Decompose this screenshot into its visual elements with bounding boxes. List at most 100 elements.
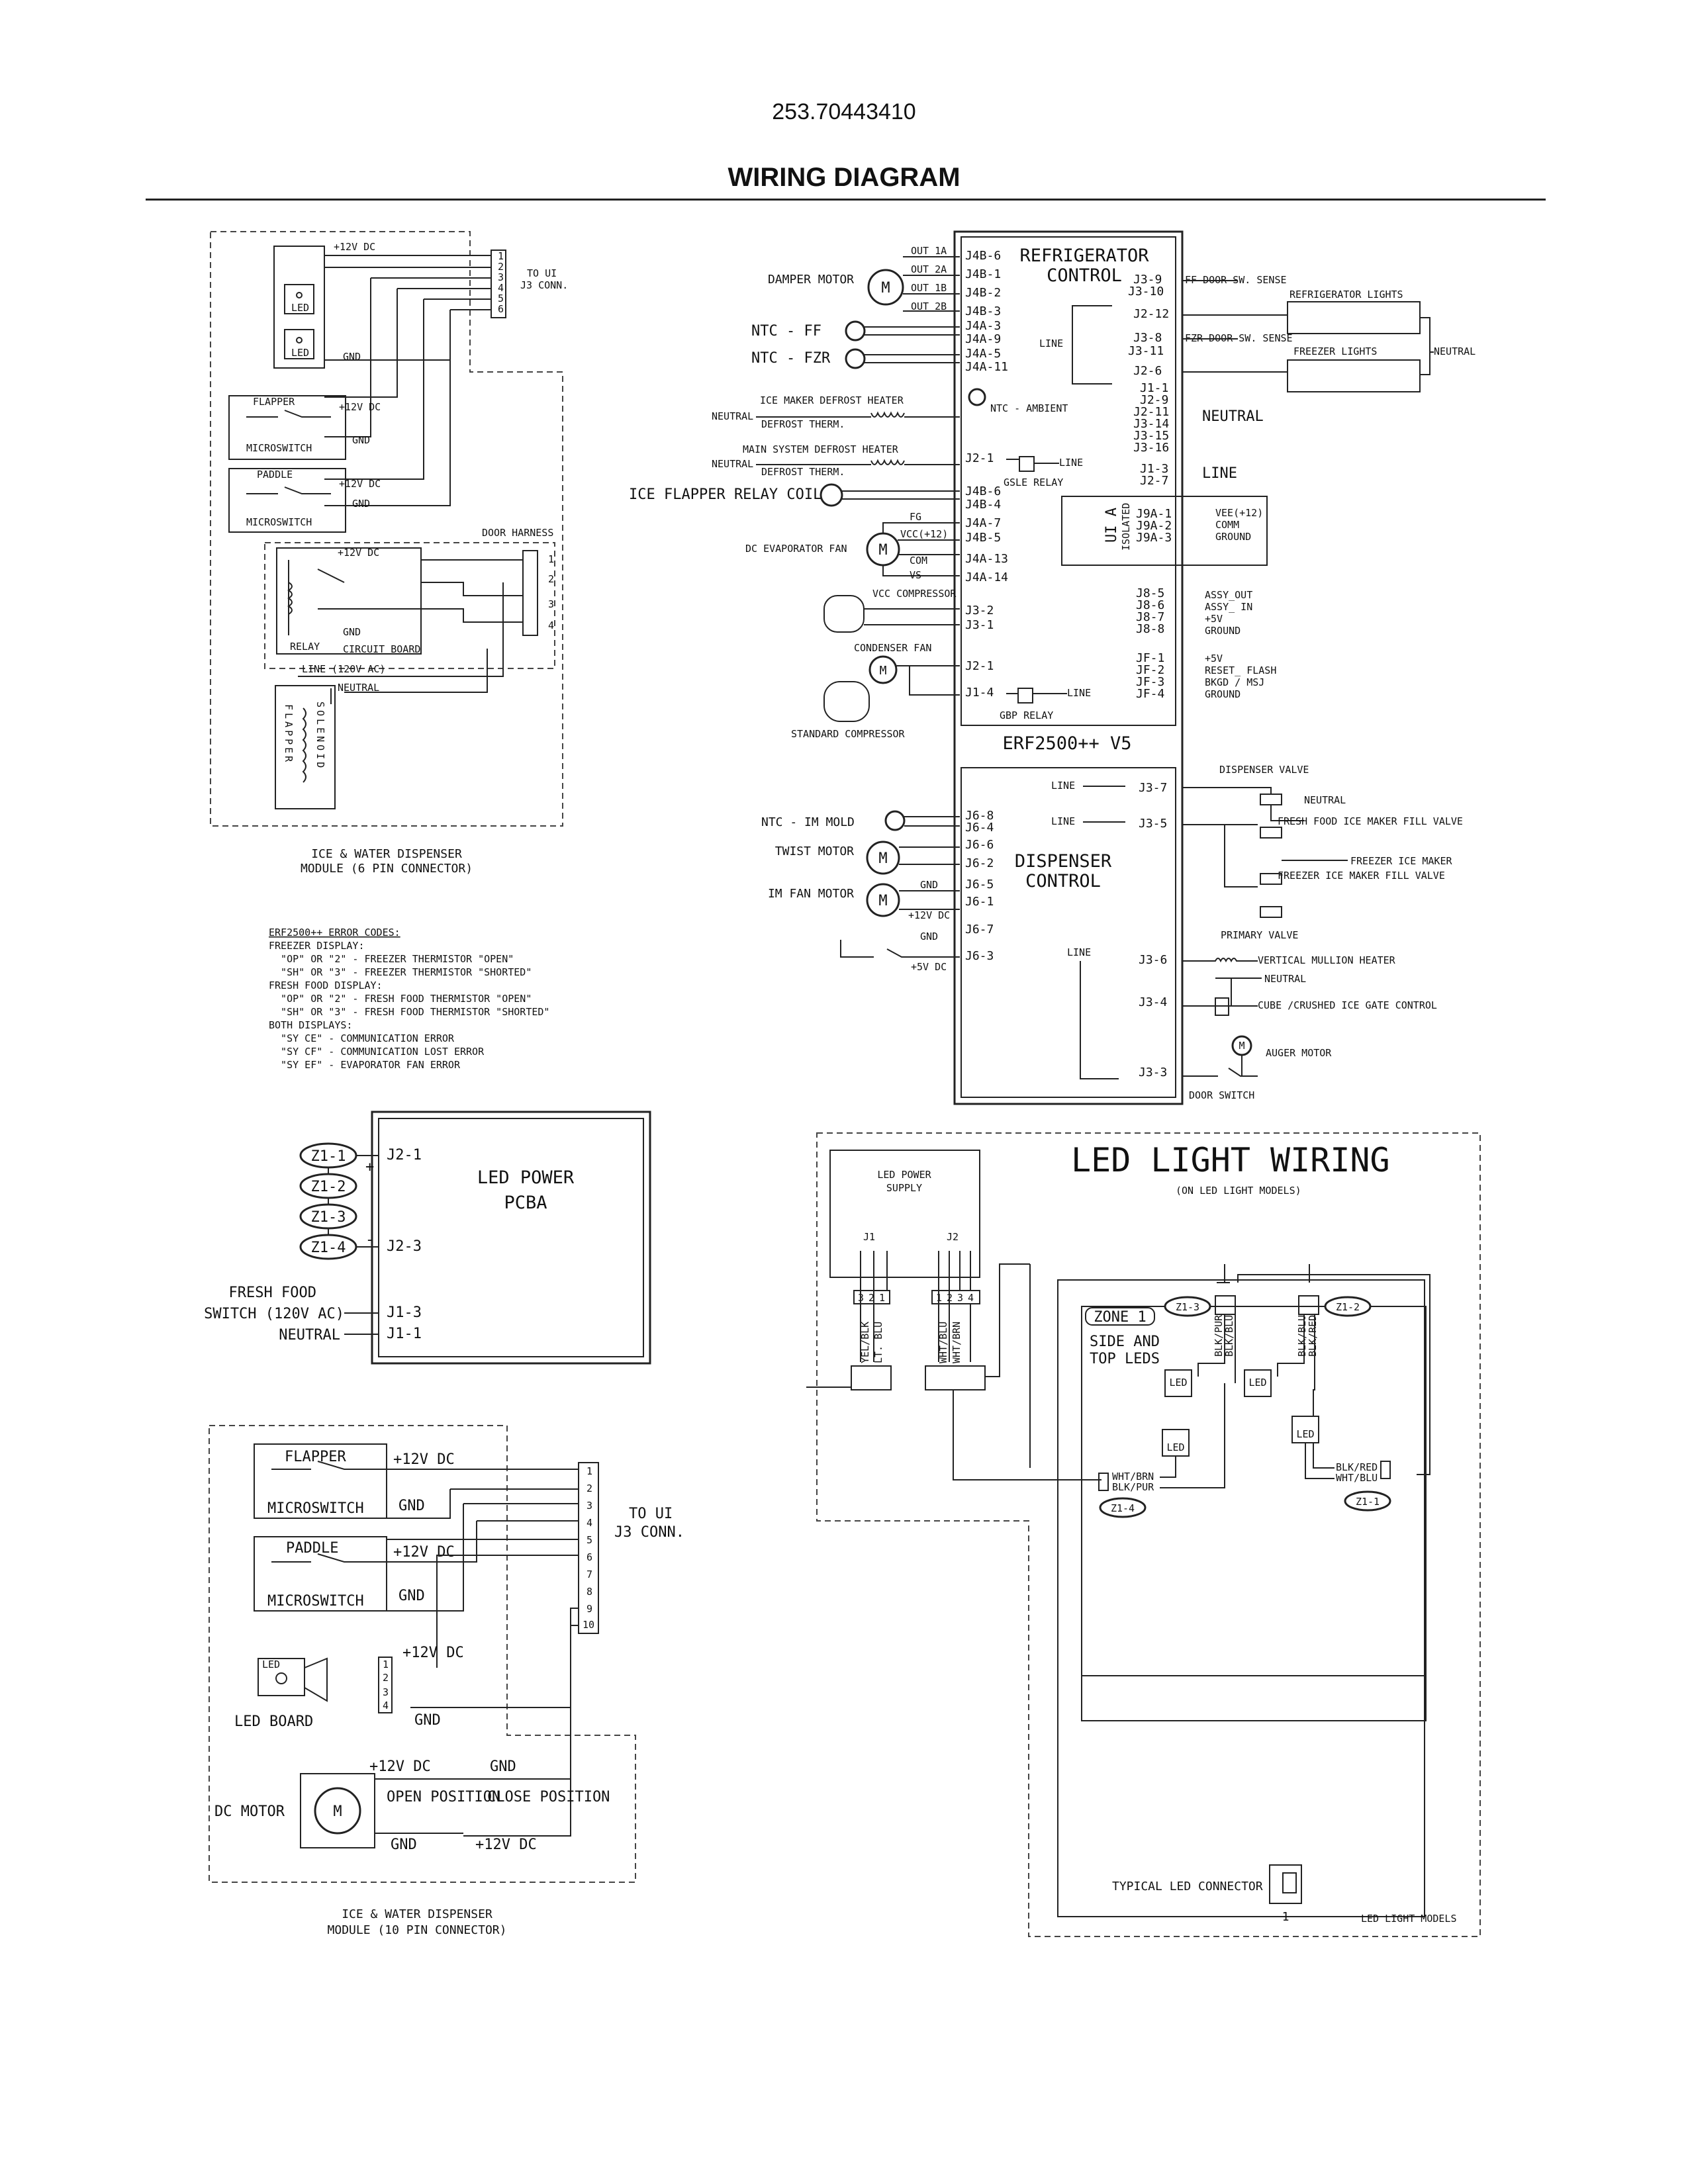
- dispenser-control: DISPENSER CONTROL J6-8 J6-4 J6-6 J6-2 J6…: [761, 764, 1463, 1101]
- damper-wires: [903, 256, 960, 312]
- harness-pin: 4: [548, 619, 554, 631]
- ui-a-box: [1061, 496, 1268, 566]
- pcba-pin: J2-3: [387, 1238, 422, 1255]
- j9a-label: GROUND: [1215, 531, 1251, 543]
- dc-pin: J6-2: [965, 856, 994, 870]
- solenoid-coil: [302, 707, 306, 783]
- j1-pin: 2: [868, 1292, 874, 1304]
- dc-pin: J6-7: [965, 923, 994, 936]
- error-line: "SH" OR "3" - FRESH FOOD THERMISTOR "SHO…: [269, 1006, 549, 1018]
- dc-gnd-2: GND: [920, 931, 938, 942]
- led-box: [284, 284, 314, 314]
- m6-12v: +12V DC: [339, 478, 381, 490]
- zone-label: Z1-4: [311, 1240, 346, 1256]
- damper-motor-label: DAMPER MOTOR: [768, 273, 854, 287]
- j9a-pin: J9A-1: [1136, 507, 1172, 521]
- twist-wires: [899, 846, 960, 865]
- valve-coil-icon: [1260, 827, 1282, 839]
- valve-neutral: NEUTRAL: [1304, 794, 1346, 806]
- rc-pin: J4B-6: [965, 249, 1001, 263]
- main-system-heater-label: MAIN SYSTEM DEFROST HEATER: [743, 443, 899, 455]
- z11-connector: [1380, 1461, 1391, 1479]
- ui-connector: [491, 250, 506, 318]
- paddle-microswitch: [254, 1536, 387, 1612]
- wire-color: BLK/RED: [1336, 1461, 1378, 1473]
- j8-label: GROUND: [1205, 625, 1241, 637]
- typical-connector-label: TYPICAL LED CONNECTOR: [1112, 1880, 1263, 1893]
- dispenser-control-box: [961, 767, 1176, 1098]
- j2-plug: [925, 1365, 986, 1390]
- z14-wires: [1160, 1383, 1225, 1488]
- z11-label: Z1-1: [1356, 1496, 1380, 1508]
- ice-flapper-relay-label: ICE FLAPPER RELAY COIL: [629, 486, 821, 503]
- twist-motor-label: TWIST MOTOR: [775, 844, 854, 858]
- thermistor-icon: [968, 388, 986, 406]
- error-line: BOTH DISPLAYS:: [269, 1019, 352, 1031]
- rc-pin: J3-1: [965, 618, 994, 632]
- ntc-ff-label: NTC - FF: [751, 323, 821, 340]
- rc-model: ERF2500++ V5: [1002, 733, 1131, 754]
- led-module: [1244, 1369, 1272, 1397]
- fresh-food-compartment: [1081, 1306, 1427, 1721]
- zone-connector: [1215, 1295, 1236, 1315]
- m6-caption-1: ICE & WATER DISPENSER: [311, 847, 462, 861]
- j1-pin: 1: [879, 1292, 885, 1304]
- led-power-supply: [829, 1150, 980, 1278]
- jf-label: RESET_ FLASH: [1205, 664, 1276, 676]
- flapper-label: FLAPPER: [285, 1449, 346, 1465]
- defrost-therm-label: DEFROST THERM.: [761, 466, 845, 478]
- wire-color: BLK/RED: [1307, 1315, 1319, 1357]
- m10-gnd: GND: [399, 1498, 425, 1514]
- j9a-label: COMM: [1215, 519, 1239, 531]
- standard-compressor-label: STANDARD COMPRESSOR: [791, 728, 906, 740]
- led-power-pcba: LED POWER PCBA Z1-1 Z1-2 Z1-3 Z1-4 + - J…: [204, 1111, 651, 1365]
- rc-pin: J4A-3: [965, 319, 1001, 333]
- condenser-wires: [896, 665, 960, 696]
- m6-gnd: GND: [343, 351, 361, 363]
- flapper-vertical: FLAPPER: [283, 704, 295, 764]
- led-module: [1164, 1369, 1192, 1397]
- rc-line-loop: [1072, 305, 1112, 385]
- harness-pin: 3: [548, 598, 554, 610]
- j3-connector-10: [578, 1462, 599, 1634]
- open-position-label: OPEN POSITION: [387, 1789, 500, 1805]
- small-pin: 4: [383, 1700, 389, 1711]
- mullion-neutral-wire: [1215, 978, 1262, 1006]
- led-pcba-inner: [378, 1118, 644, 1357]
- wire-color: LT. BLU: [872, 1322, 884, 1363]
- dc-title-1: DISPENSER: [1015, 851, 1112, 872]
- dc-pin: J6-6: [965, 838, 994, 852]
- error-line: FREEZER DISPLAY:: [269, 940, 365, 952]
- jf-pin: JF-3: [1136, 675, 1164, 689]
- wire-color: BLK/PUR: [1213, 1314, 1225, 1357]
- refrigerator-cabinet: [1057, 1279, 1425, 1917]
- m10-12v: +12V DC: [369, 1758, 431, 1775]
- m6-gnd: GND: [352, 434, 370, 446]
- wire-color: BLK/BLU: [1223, 1315, 1235, 1357]
- relay-label: RELAY: [290, 641, 320, 653]
- dc-motor-box: [300, 1773, 375, 1848]
- zone-1-badge: [1085, 1307, 1155, 1326]
- solenoid-vertical: SOLENOID: [314, 702, 326, 770]
- lights-wires: [1182, 280, 1434, 375]
- vcc-compressor-icon: [823, 595, 865, 633]
- ntc-ambient-label: NTC - AMBIENT: [990, 402, 1068, 414]
- rc-pin: J4B-4: [965, 498, 1001, 512]
- z12-label: Z1-2: [1336, 1301, 1360, 1313]
- led-dot: [296, 292, 303, 298]
- refrigerator-control-box: [961, 236, 1176, 726]
- j8-label: +5V: [1205, 613, 1223, 625]
- rc-pin: J4A-5: [965, 347, 1001, 361]
- pin: 7: [586, 1569, 592, 1580]
- rc-pin: J3-14: [1133, 417, 1169, 431]
- wire-color: WHT/BRN: [951, 1322, 962, 1363]
- z13-label: Z1-3: [1176, 1301, 1199, 1313]
- flapper-solenoid: [275, 685, 336, 809]
- rc-pin: J3-8: [1133, 331, 1162, 345]
- led-connector: [378, 1657, 393, 1713]
- pin: 1: [498, 250, 504, 262]
- dc-pin: J6-5: [965, 878, 994, 891]
- rc-j1-4: J1-4: [965, 686, 994, 700]
- rc-pin: J3-15: [1133, 429, 1169, 443]
- switch-symbol: [271, 1553, 387, 1563]
